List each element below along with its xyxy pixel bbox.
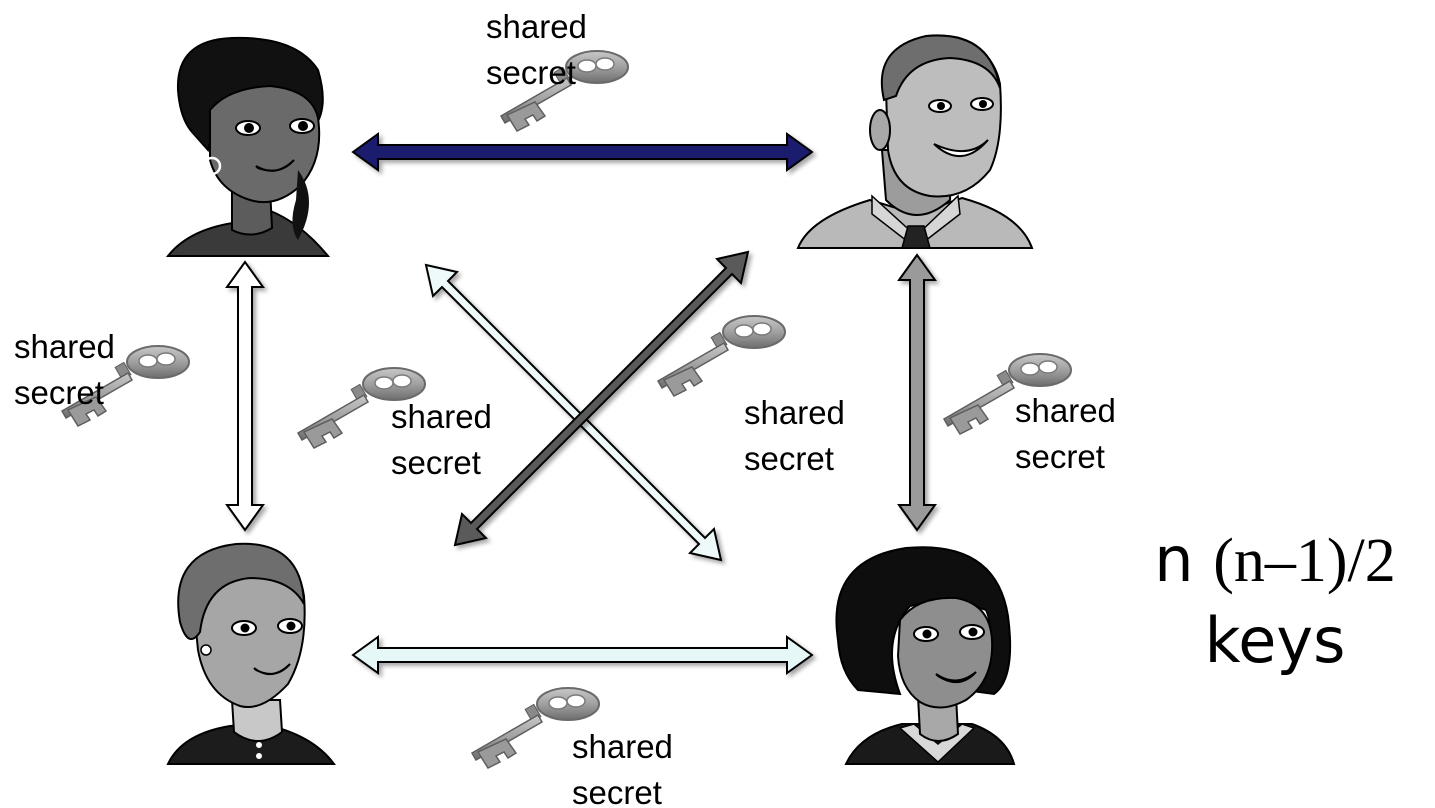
arrow-top-left-to-bottom-left xyxy=(225,260,265,532)
edge-label-right-line1: shared xyxy=(1015,392,1116,429)
arrow-top-right-to-bottom-right xyxy=(897,253,937,532)
arrow-diagonal-top-left-to-bottom-right xyxy=(424,263,723,562)
key-count-formula: n (n–1)/2 keys xyxy=(1120,520,1430,681)
person-bottom-right-avatar xyxy=(835,546,1016,765)
edge-label-center-left: shared secret xyxy=(391,394,492,486)
edge-label-center-right-line2: secret xyxy=(744,440,834,477)
edge-label-right: shared secret xyxy=(1015,388,1116,480)
edge-label-center-left-line2: secret xyxy=(391,444,481,481)
edge-label-left-line1: shared xyxy=(14,328,115,365)
arrow-bottom-left-to-bottom-right xyxy=(351,635,814,675)
edge-label-bottom-line1: shared xyxy=(572,728,673,765)
arrow-diagonal-bottom-left-to-top-right xyxy=(453,250,750,547)
edge-label-center-right: shared secret xyxy=(744,390,845,482)
edge-label-left-line2: secret xyxy=(14,374,104,411)
edge-label-bottom-line2: secret xyxy=(572,774,662,808)
arrow-top-left-to-top-right xyxy=(351,132,814,172)
edge-label-right-line2: secret xyxy=(1015,438,1105,475)
edge-label-top-line1: shared xyxy=(486,8,587,45)
edge-label-left: shared secret xyxy=(14,324,115,416)
formula-line1: n (n–1)/2 xyxy=(1120,520,1430,601)
formula-unit: keys xyxy=(1204,604,1346,677)
edge-label-top-line2: secret xyxy=(486,54,576,91)
edge-label-center-right-line1: shared xyxy=(744,394,845,431)
formula-expression: (n–1)/2 xyxy=(1213,527,1396,595)
person-bottom-left-avatar xyxy=(166,542,336,765)
person-top-right-avatar xyxy=(796,34,1034,249)
formula-n: n xyxy=(1154,523,1194,596)
edge-label-bottom: shared secret xyxy=(572,724,673,808)
edge-label-top: shared secret xyxy=(486,4,587,96)
person-top-left-avatar xyxy=(165,36,331,257)
edge-label-center-left-line1: shared xyxy=(391,398,492,435)
